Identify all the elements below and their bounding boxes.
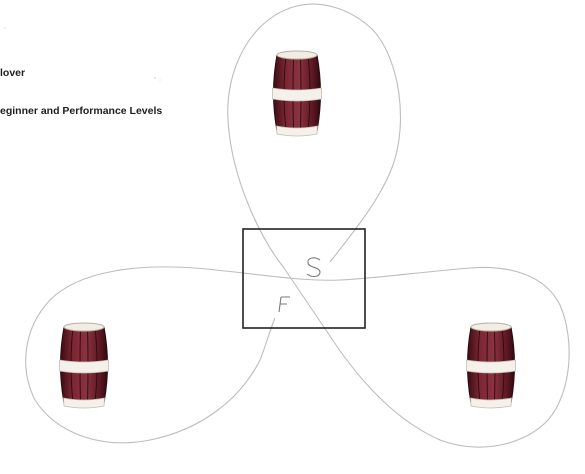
path-line-cross (25, 266, 570, 448)
finish-marker: F (278, 296, 290, 313)
start-finish-box (242, 228, 366, 329)
barrel-icon (466, 322, 516, 409)
paper-speck (154, 77, 156, 79)
paper-speck (159, 79, 161, 81)
paper-speck (4, 27, 6, 29)
start-marker: S (306, 257, 321, 277)
pattern-subtitle: eginner and Performance Levels (0, 105, 163, 117)
pattern-title: lover (0, 67, 26, 79)
barrel-icon (59, 322, 109, 409)
path-line-top-loop (227, 3, 401, 269)
barrel-icon (272, 50, 322, 137)
